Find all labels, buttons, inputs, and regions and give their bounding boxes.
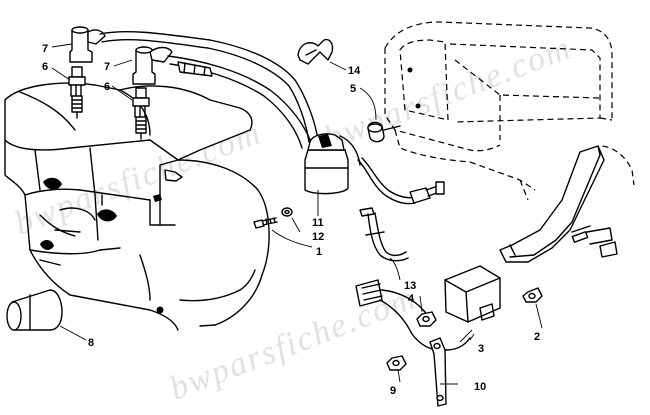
spark-plug-left <box>68 66 86 119</box>
cdi-connector <box>355 279 471 352</box>
watermark-text-3: bwparsfiche.com <box>320 29 577 157</box>
callout-10: 10 <box>474 381 486 393</box>
cdi-cover <box>384 21 613 201</box>
mounting-bracket <box>499 145 635 263</box>
callout-2: 2 <box>534 331 540 343</box>
callout-14: 14 <box>348 65 361 77</box>
nut-4 <box>416 311 437 327</box>
boot-spacer <box>6 289 63 331</box>
callout-13: 13 <box>404 280 416 292</box>
callouts: 7 6 7 6 14 5 11 12 1 13 4 2 3 10 9 8 <box>42 43 540 397</box>
watermark-text-2: bwparsfiche.com <box>165 279 422 407</box>
nut-9 <box>386 355 407 371</box>
callout-7: 7 <box>104 61 110 73</box>
callout-6: 6 <box>104 81 110 93</box>
callout-1: 1 <box>316 246 322 258</box>
washer-12 <box>281 207 293 217</box>
nut-2 <box>522 287 543 303</box>
cable-clip <box>297 38 334 65</box>
callout-12: 12 <box>312 231 324 243</box>
ignition-coil <box>304 133 419 205</box>
callout-5: 5 <box>350 83 356 95</box>
callout-9: 9 <box>390 385 396 397</box>
grommet <box>367 121 401 143</box>
ignition-leads <box>99 30 319 149</box>
engine-block <box>4 82 270 331</box>
leader-lines <box>51 43 543 385</box>
spark-plug-right <box>132 87 150 140</box>
bolt-hole <box>43 177 62 190</box>
callout-7: 7 <box>42 43 48 55</box>
screw-1 <box>253 217 278 229</box>
callout-3: 3 <box>478 343 484 355</box>
wiring-harness <box>359 207 409 262</box>
wire-connector <box>409 181 445 204</box>
callout-4: 4 <box>408 293 415 305</box>
bolt-hole <box>40 240 54 250</box>
callout-6: 6 <box>42 61 48 73</box>
bolt-hole <box>156 306 164 314</box>
spark-plug-cap-left <box>69 26 106 63</box>
bolt-hole <box>97 209 117 222</box>
spark-plug-cap-right <box>132 46 173 85</box>
callout-8: 8 <box>88 337 94 349</box>
cdi-module <box>444 265 501 323</box>
ground-strap <box>429 337 447 407</box>
callout-11: 11 <box>312 217 324 229</box>
stud <box>571 225 591 233</box>
